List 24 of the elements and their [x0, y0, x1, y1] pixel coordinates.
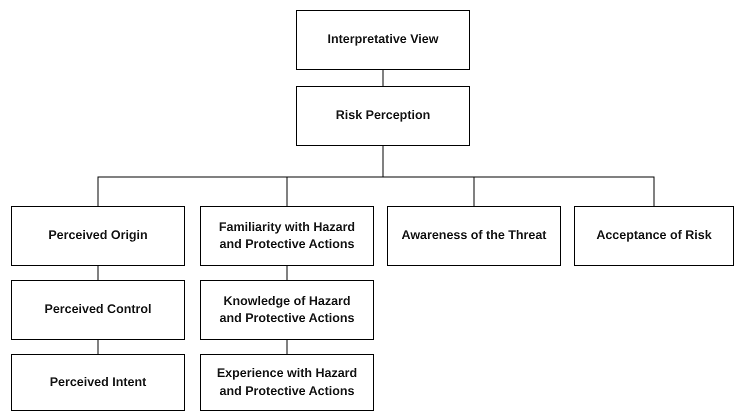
category-box: [200, 354, 374, 411]
box-label: Interpretative View: [328, 31, 438, 48]
connector-line: [286, 340, 288, 354]
connector-line: [382, 146, 654, 206]
category-box: [11, 354, 185, 411]
box-label: Perceived Intent: [50, 374, 146, 391]
box-label: Familiarity with Hazard and Protective Actions: [218, 218, 356, 253]
box-label: Perceived Control: [44, 301, 152, 318]
box-label: Experience with Hazard and Protective Actions: [216, 365, 358, 400]
category-box: [200, 206, 374, 266]
connector-line: [286, 266, 288, 280]
category-box: [387, 206, 561, 266]
box-label: Knowledge of Hazard and Protective Actions: [218, 292, 356, 327]
category-box: [296, 10, 470, 70]
category-box: [574, 206, 734, 266]
category-box: [11, 280, 185, 340]
box-label: Perceived Origin: [48, 227, 148, 244]
category-box: [11, 206, 185, 266]
box-label: Acceptance of Risk: [596, 227, 712, 244]
connector-line: [382, 70, 384, 86]
category-box: [200, 280, 374, 340]
box-label: Awareness of the Threat: [402, 227, 546, 244]
box-label: Risk Perception: [336, 107, 430, 124]
category-box: [296, 86, 470, 146]
